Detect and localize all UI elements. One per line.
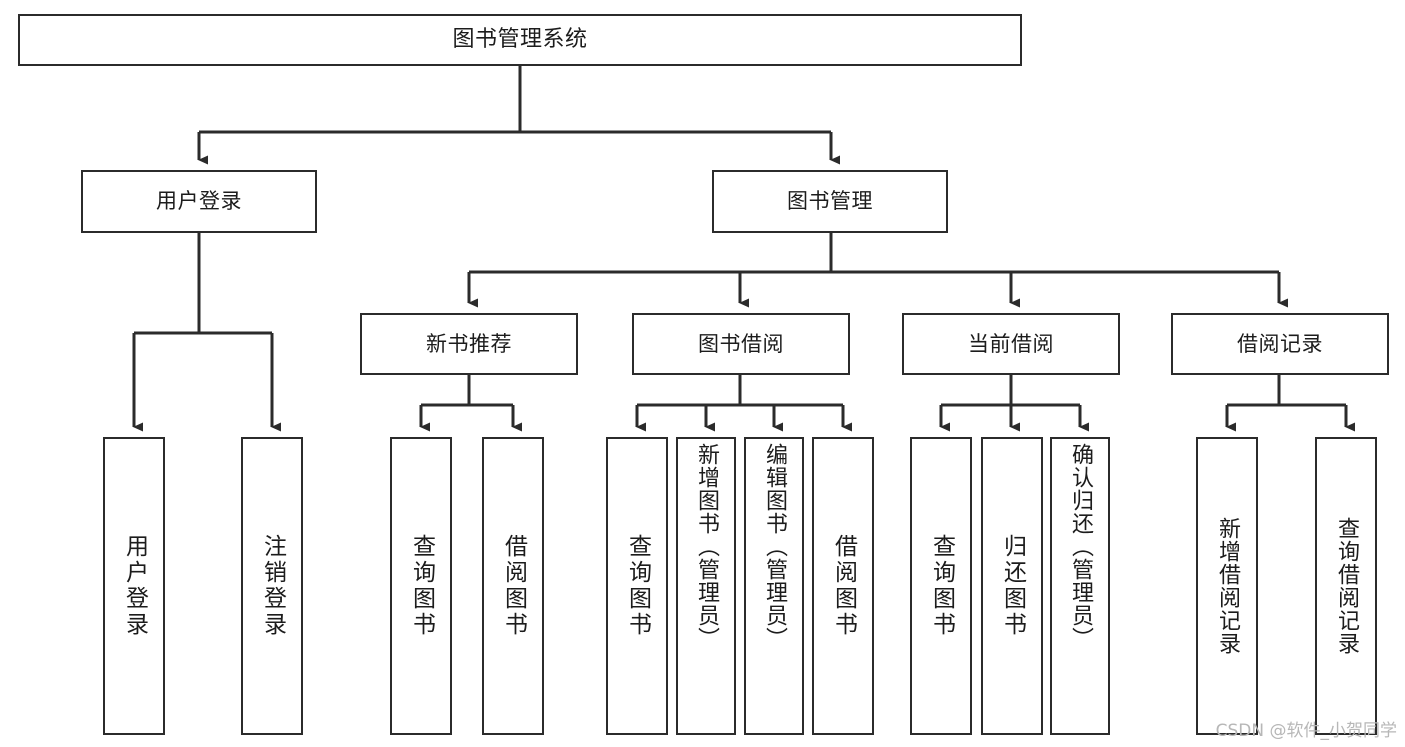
leaf-edit-book-admin[interactable]: 编辑图书（管理员） xyxy=(744,437,804,735)
node-label: 当前借阅 xyxy=(968,331,1054,356)
leaf-add-borrow-record[interactable]: 新增借阅记录 xyxy=(1196,437,1258,735)
node-label: 借阅图书 xyxy=(830,534,857,638)
node-current-borrow[interactable]: 当前借阅 xyxy=(902,313,1120,375)
leaf-query-book-borrow[interactable]: 查询图书 xyxy=(606,437,668,735)
leaf-add-book-admin[interactable]: 新增图书（管理员） xyxy=(676,437,736,735)
node-label: 新增图书（管理员） xyxy=(694,443,719,650)
node-label: 借阅记录 xyxy=(1237,331,1323,356)
watermark-text: CSDN @软件_小贺同学 xyxy=(1215,721,1397,741)
node-borrow-record[interactable]: 借阅记录 xyxy=(1171,313,1389,375)
leaf-confirm-return-admin[interactable]: 确认归还（管理员） xyxy=(1050,437,1110,735)
node-label: 新书推荐 xyxy=(426,331,512,356)
leaf-user-logout[interactable]: 注销登录 xyxy=(241,437,303,735)
node-label: 图书借阅 xyxy=(698,331,784,356)
node-book-management[interactable]: 图书管理 xyxy=(712,170,948,233)
node-root-system[interactable]: 图书管理系统 xyxy=(18,14,1022,66)
node-label: 归还图书 xyxy=(999,534,1026,638)
node-label: 借阅图书 xyxy=(500,534,527,638)
node-label: 确认归还（管理员） xyxy=(1068,443,1093,650)
leaf-query-book-recommend[interactable]: 查询图书 xyxy=(390,437,452,735)
node-label: 注销登录 xyxy=(259,534,286,638)
node-label: 查询图书 xyxy=(624,534,651,638)
leaf-user-login[interactable]: 用户登录 xyxy=(103,437,165,735)
leaf-query-book-current[interactable]: 查询图书 xyxy=(910,437,972,735)
leaf-borrow-book[interactable]: 借阅图书 xyxy=(812,437,874,735)
leaf-query-borrow-record[interactable]: 查询借阅记录 xyxy=(1315,437,1377,735)
node-label: 查询图书 xyxy=(408,534,435,638)
node-new-book-recommend[interactable]: 新书推荐 xyxy=(360,313,578,375)
node-label: 编辑图书（管理员） xyxy=(762,443,787,650)
node-label: 查询图书 xyxy=(928,534,955,638)
node-label: 新增借阅记录 xyxy=(1215,517,1240,655)
node-label: 查询借阅记录 xyxy=(1334,517,1359,655)
node-label: 用户登录 xyxy=(121,534,148,638)
node-book-borrow[interactable]: 图书借阅 xyxy=(632,313,850,375)
leaf-return-book[interactable]: 归还图书 xyxy=(981,437,1043,735)
node-label: 用户登录 xyxy=(156,189,242,214)
node-user-login[interactable]: 用户登录 xyxy=(81,170,317,233)
leaf-borrow-book-recommend[interactable]: 借阅图书 xyxy=(482,437,544,735)
node-label: 图书管理 xyxy=(787,189,873,214)
node-label: 图书管理系统 xyxy=(452,27,588,53)
